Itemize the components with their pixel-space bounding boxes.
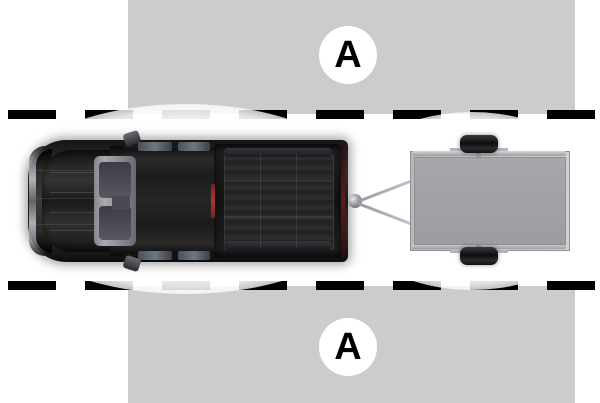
bed-seam	[296, 154, 297, 248]
bed-crossbar	[224, 180, 332, 182]
lane-dash	[393, 110, 441, 119]
cab-roof-rib	[36, 198, 116, 199]
lane-dash	[85, 110, 133, 119]
lane-dash	[8, 281, 56, 290]
lane-dash	[470, 281, 518, 290]
hood-crease	[50, 230, 108, 231]
trailer-rail-bottom	[412, 244, 566, 249]
truck-bed-floor	[224, 154, 334, 250]
trailer-deck	[414, 157, 566, 245]
zone-label-a-bottom: A	[319, 318, 377, 376]
bed-crossbar	[224, 216, 332, 218]
trailer-wheel-right	[460, 247, 498, 265]
lane-dash	[547, 110, 595, 119]
pickup-truck	[28, 129, 348, 273]
trailer-rail-top	[412, 151, 566, 156]
lane-dash	[547, 281, 595, 290]
lane-dash	[316, 110, 364, 119]
lane-dash	[239, 281, 287, 290]
truck-tailgate	[341, 144, 345, 258]
cab-roof-rib	[36, 170, 116, 171]
lane-dash	[393, 281, 441, 290]
side-window-front-left	[138, 142, 172, 151]
hood-crease	[50, 212, 108, 213]
trailer-wheel-left	[460, 135, 498, 153]
lane-dash	[239, 110, 287, 119]
side-window-rear-right	[178, 251, 210, 260]
truck-bed-rail-left	[224, 148, 332, 157]
truck-center-console	[112, 196, 130, 210]
lane-line-bottom	[0, 281, 600, 290]
lane-dash	[85, 281, 133, 290]
bed-seam	[260, 154, 261, 248]
lane-dash	[162, 110, 210, 119]
hood-crease	[50, 192, 108, 193]
hitch-coupler	[348, 172, 418, 230]
trailer-axle-bottom	[476, 241, 481, 251]
tongue-arm-lower	[357, 202, 417, 228]
lane-dash	[470, 110, 518, 119]
tongue-arm-upper	[357, 177, 417, 203]
zone-label-a-top: A	[319, 26, 377, 84]
lane-dash	[162, 281, 210, 290]
lane-dash	[8, 110, 56, 119]
side-window-rear-left	[178, 142, 210, 151]
truck-taillight	[211, 184, 215, 218]
utility-trailer	[410, 135, 570, 265]
truck-bed-rail-right	[224, 241, 332, 250]
trailer-axle-top	[476, 149, 481, 159]
cab-roof-rib	[36, 224, 116, 225]
lane-dash	[316, 281, 364, 290]
truck-front-seat-left	[99, 162, 131, 198]
truck-cab-roof	[122, 148, 218, 254]
side-window-front-right	[138, 251, 172, 260]
lane-line-top	[0, 110, 600, 119]
truck-front-seat-right	[99, 206, 131, 240]
hood-crease	[50, 172, 108, 173]
